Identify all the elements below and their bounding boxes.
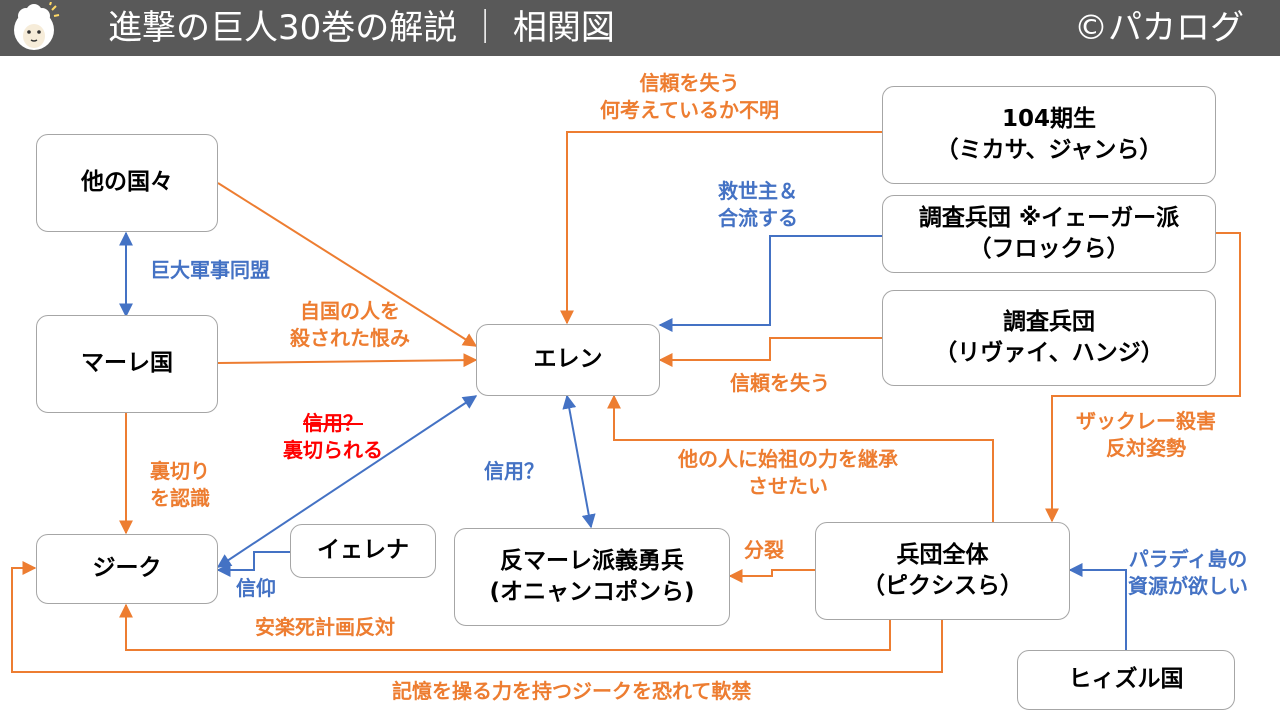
arrow-104-eren bbox=[560, 131, 882, 325]
label-faith: 信仰 bbox=[236, 576, 276, 600]
arrow-hizuru-military bbox=[1068, 563, 1127, 650]
node-anti-marley-volunteers: 反マーレ派義勇兵 (オニャンコポンら) bbox=[454, 528, 730, 626]
node-other-countries: 他の国々 bbox=[36, 134, 218, 232]
arrow-military-volunteers bbox=[728, 569, 815, 583]
node-eren: エレン bbox=[476, 324, 660, 396]
label-paradis-resources: パラディ島の 資源が欲しい bbox=[1128, 547, 1248, 598]
label-grudge: 自国の人を 殺された恨み bbox=[290, 299, 410, 350]
label-trust-question: 信用？ bbox=[484, 459, 544, 483]
label-betrayed: 信用？ 裏切られる bbox=[283, 411, 383, 462]
node-scouts-yeagerists: 調査兵団 ※イェーガー派 （フロックら） bbox=[882, 195, 1216, 273]
node-zeke: ジーク bbox=[36, 534, 218, 604]
arrow-eren-volunteers bbox=[562, 394, 596, 529]
node-military: 兵団全体 （ピクシスら） bbox=[815, 522, 1070, 620]
node-hizuru: ヒィズル国 bbox=[1017, 650, 1235, 710]
label-inherit-founder: 他の人に始祖の力を継承 させたい bbox=[678, 447, 898, 498]
site-credit: ©パカログ bbox=[1074, 8, 1244, 48]
node-104th-cadets: 104期生 （ミカサ、ジャンら） bbox=[882, 86, 1216, 184]
arrow-military-eren bbox=[607, 394, 994, 523]
label-fear-zeke: 記憶を操る力を持つジークを恐れて軟禁 bbox=[392, 679, 752, 703]
header-bar: 進撃の巨人30巻の解説 ｜ 相関図 ©パカログ bbox=[0, 0, 1280, 56]
arrow-yeager-military bbox=[1045, 232, 1241, 523]
label-lost-trust: 信頼を失う bbox=[730, 371, 830, 395]
label-savior-join: 救世主＆ 合流する bbox=[718, 179, 798, 230]
node-yelena: イェレナ bbox=[290, 524, 436, 578]
alpaca-mascot-icon bbox=[14, 2, 60, 50]
label-lost-trust-unknown: 信頼を失う 何考えているか不明 bbox=[600, 71, 779, 122]
page-title: 進撃の巨人30巻の解説 ｜ 相関図 bbox=[108, 8, 615, 48]
arrow-yelena-zeke bbox=[216, 551, 290, 577]
label-alliance: 巨大軍事同盟 bbox=[150, 258, 270, 282]
arrow-scouts-eren bbox=[658, 337, 882, 367]
arrow-others-eren bbox=[217, 182, 478, 347]
label-betrayal-recognized: 裏切り を認識 bbox=[150, 459, 210, 510]
label-anti-euthanasia: 安楽死計画反対 bbox=[255, 615, 395, 639]
arrow-marley-eren bbox=[217, 353, 478, 368]
label-oppose-zackly: ザックレー殺害 反対姿勢 bbox=[1076, 409, 1216, 460]
node-marley: マーレ国 bbox=[36, 315, 218, 413]
node-scouts: 調査兵団 （リヴァイ、ハンジ） bbox=[882, 290, 1216, 386]
arrow-military-zeke-confine bbox=[11, 561, 943, 673]
arrow-military-zeke-euthanasia bbox=[119, 603, 891, 651]
arrow-eren-zeke bbox=[216, 395, 478, 568]
arrow-yeager-eren bbox=[658, 235, 882, 332]
label-split: 分裂 bbox=[744, 538, 784, 562]
